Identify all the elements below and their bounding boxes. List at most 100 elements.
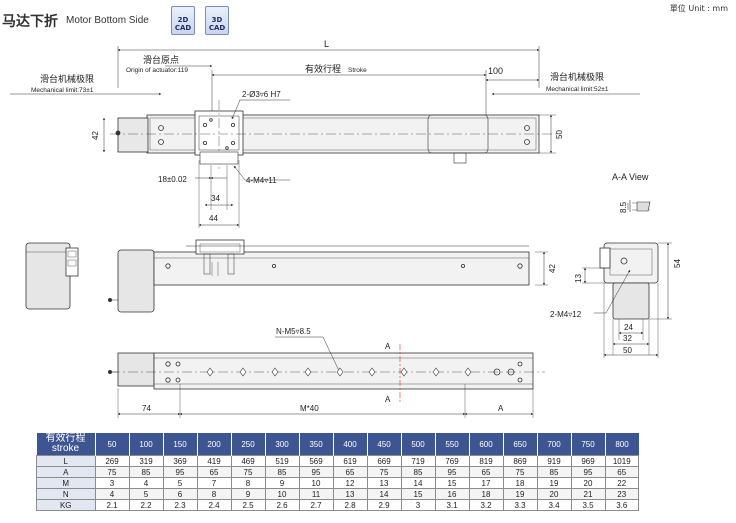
tap-hole-icon — [400, 367, 408, 377]
table-header-stroke: 有效行程 stroke — [36, 433, 95, 456]
end-tap-callout: 2-M4▿12 — [550, 310, 582, 319]
row-label: M — [36, 477, 96, 489]
tap-hole-icon — [304, 367, 312, 377]
stroke-column-header: 300 — [264, 433, 299, 456]
top-view — [10, 46, 640, 228]
table-cell: 14 — [366, 488, 402, 500]
section-mark-top: A — [385, 342, 391, 351]
3d-cad-button[interactable]: 3D CAD — [205, 6, 229, 35]
stroke-column-header: 600 — [468, 433, 503, 456]
table-cell: 16 — [434, 488, 470, 500]
table-cell: 2.6 — [264, 499, 300, 511]
mech-limit-right-cn: 滑台机械极限 — [550, 71, 604, 82]
table-cell: 20 — [570, 477, 606, 489]
table-cell: 9 — [264, 477, 300, 489]
table-cell: 2.2 — [128, 499, 164, 511]
table-cell: 269 — [94, 455, 130, 467]
table-cell: 85 — [536, 466, 572, 478]
table-cell: 3.1 — [434, 499, 470, 511]
side-motor — [117, 249, 155, 313]
hole-callout: 2-Ø3▿6 H7 — [242, 90, 281, 99]
table-cell: 8 — [196, 488, 232, 500]
row-label: KG — [36, 499, 96, 511]
section-mark-bottom: A — [385, 395, 391, 404]
table-cell: 19 — [502, 488, 538, 500]
table-cell: 3 — [94, 477, 130, 489]
side-motor-left — [25, 242, 71, 310]
table-cell: 85 — [128, 466, 164, 478]
table-cell: 819 — [468, 455, 504, 467]
table-cell: 3.3 — [502, 499, 538, 511]
table-cell: 769 — [434, 455, 470, 467]
cad-button-line2: CAD — [208, 24, 226, 32]
table-cell: 719 — [400, 455, 436, 467]
end-dim-13-label: 13 — [574, 274, 583, 283]
table-cell: 15 — [400, 488, 436, 500]
end-dim-54-label: 54 — [673, 259, 682, 268]
table-cell: 4 — [128, 477, 164, 489]
tap-hole-icon — [206, 367, 214, 377]
header-en: stroke — [51, 443, 80, 454]
stroke-column-header: 50 — [94, 433, 129, 456]
stroke-column-header: 650 — [502, 433, 537, 456]
origin-en-label: Origin of actuator:119 — [126, 67, 188, 74]
section-view: A-A View 8.5 — [612, 172, 651, 213]
table-cell: 3.5 — [570, 499, 606, 511]
table-cell: 20 — [536, 488, 572, 500]
table-cell: 95 — [434, 466, 470, 478]
stroke-column-header: 250 — [230, 433, 265, 456]
stroke-cn-label: 有效行程 — [305, 63, 341, 74]
2d-cad-button[interactable]: 2D CAD — [171, 6, 195, 35]
cad-button-line1: 2D — [177, 16, 189, 24]
stroke-column-header: 200 — [196, 433, 231, 456]
end-dim-32-label: 32 — [623, 334, 632, 343]
row-label: L — [36, 455, 96, 467]
table-cell: 919 — [536, 455, 572, 467]
mech-limit-right-en: Mechanical limit:52±1 — [546, 86, 609, 93]
dim-100-label: 100 — [488, 66, 503, 76]
side-dim-42-label: 42 — [548, 264, 557, 273]
stroke-column-header: 550 — [434, 433, 469, 456]
table-cell: 65 — [468, 466, 504, 478]
section-title: A-A View — [612, 172, 649, 182]
table-cell: 369 — [162, 455, 198, 467]
table-cell: 2.9 — [366, 499, 402, 511]
table-cell: 8 — [230, 477, 266, 489]
table-cell: 14 — [400, 477, 436, 489]
table-cell: 2.3 — [162, 499, 198, 511]
table-cell: 85 — [400, 466, 436, 478]
table-cell: 13 — [332, 488, 368, 500]
table-cell: 669 — [366, 455, 402, 467]
dim-44-label: 44 — [209, 214, 218, 223]
stroke-column-header: 350 — [298, 433, 333, 456]
table-cell: 65 — [196, 466, 232, 478]
mech-limit-left-en: Mechanical limit:73±1 — [31, 87, 94, 94]
table-cell: 22 — [604, 477, 639, 489]
table-cell: 75 — [502, 466, 538, 478]
table-cell: 15 — [434, 477, 470, 489]
stroke-column-header: 400 — [332, 433, 367, 456]
bottom-tap-callout: N-M5▿8.5 — [276, 327, 311, 336]
table-cell: 11 — [298, 488, 334, 500]
table-cell: 9 — [230, 488, 266, 500]
dim-8-5-label: 8.5 — [619, 201, 628, 213]
table-cell: 969 — [570, 455, 606, 467]
dim-74-label: 74 — [142, 404, 151, 413]
cad-button-line2: CAD — [174, 24, 192, 32]
tap-hole-icon — [464, 367, 472, 377]
tap-hole-icon — [271, 367, 279, 377]
end-dim-50-label: 50 — [623, 346, 632, 355]
table-cell: 569 — [298, 455, 334, 467]
table-cell: 869 — [502, 455, 538, 467]
table-cell: 95 — [162, 466, 198, 478]
table-cell: 2.1 — [94, 499, 130, 511]
stroke-en-label: Stroke — [348, 67, 367, 74]
table-cell: 3.6 — [604, 499, 639, 511]
stroke-column-header: 700 — [536, 433, 571, 456]
table-cell: 2.8 — [332, 499, 368, 511]
bottom-motor — [117, 352, 155, 387]
table-cell: 85 — [264, 466, 300, 478]
table-cell: 2.4 — [196, 499, 232, 511]
